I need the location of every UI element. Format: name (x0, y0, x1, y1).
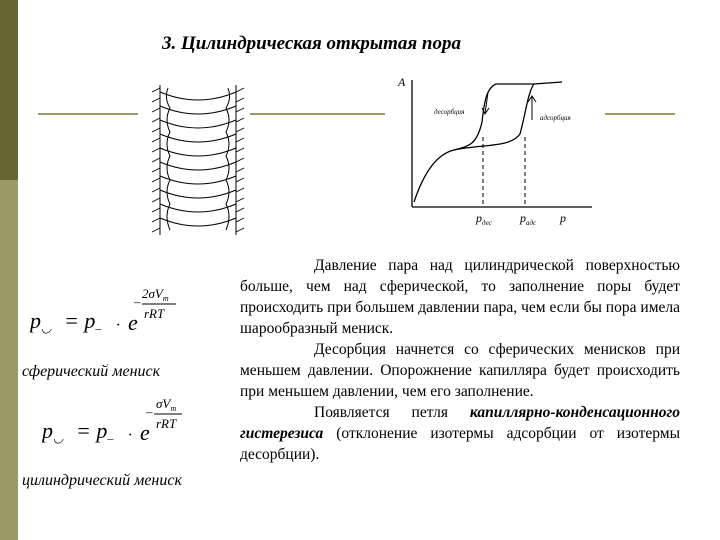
hysteresis-graph: A p десорбция адсорбция pдес pадс (397, 75, 592, 227)
caption-cylindrical-meniscus: цилиндрический мениск (22, 472, 182, 489)
slide-title: 3. Цилиндрическая открытая пора (162, 33, 461, 54)
body-text: Давление пара над цилиндрической поверхн… (240, 255, 680, 465)
paragraph-2: Десорбция начнется со сферических мениск… (240, 341, 680, 400)
paragraph-3: Появляется петля капиллярно-конденсацион… (240, 404, 680, 463)
formula-cylindrical: p◡ = p– · e – σVm rRT (42, 396, 182, 445)
desorption-curve (453, 83, 534, 151)
formula-spherical: p◡ = p– · e – 2σVm rRT (30, 286, 176, 335)
svg-text:e: e (140, 420, 150, 445)
svg-text:rRT: rRT (144, 306, 165, 321)
adsorption-label: адсорбция (540, 114, 571, 122)
svg-text:2σVm: 2σVm (142, 286, 169, 303)
svg-text:·: · (128, 427, 132, 444)
tick-label-adsorption: pадс (519, 211, 537, 227)
caption-spherical-meniscus: сферический мениск (22, 363, 161, 380)
svg-text:rRT: rRT (156, 416, 177, 431)
sidebar-accent-bottom (0, 180, 18, 540)
paragraph-1: Давление пара над цилиндрической поверхн… (240, 257, 680, 337)
svg-text:p◡: p◡ (30, 308, 52, 335)
svg-text:e: e (128, 310, 138, 335)
svg-text:= p–: = p– (64, 308, 102, 335)
pore-illustration (151, 85, 245, 235)
y-axis-label: A (397, 75, 406, 89)
x-axis-label: p (559, 211, 566, 225)
svg-text:–: – (133, 294, 141, 309)
svg-text:–: – (145, 404, 153, 419)
hysteresis-term: капиллярно-конденсационного гистерезиса (240, 404, 680, 442)
svg-text:·: · (116, 317, 120, 334)
tick-label-desorption: pдес (475, 211, 493, 227)
svg-text:= p–: = p– (76, 418, 114, 445)
sidebar-accent-top (0, 0, 18, 180)
adsorption-curve (413, 81, 563, 203)
rule-middle (250, 113, 385, 115)
svg-text:p◡: p◡ (42, 418, 64, 445)
desorption-label: десорбция (434, 108, 464, 116)
svg-text:σVm: σVm (156, 396, 176, 413)
rule-right (605, 113, 675, 115)
rule-left (38, 113, 138, 115)
